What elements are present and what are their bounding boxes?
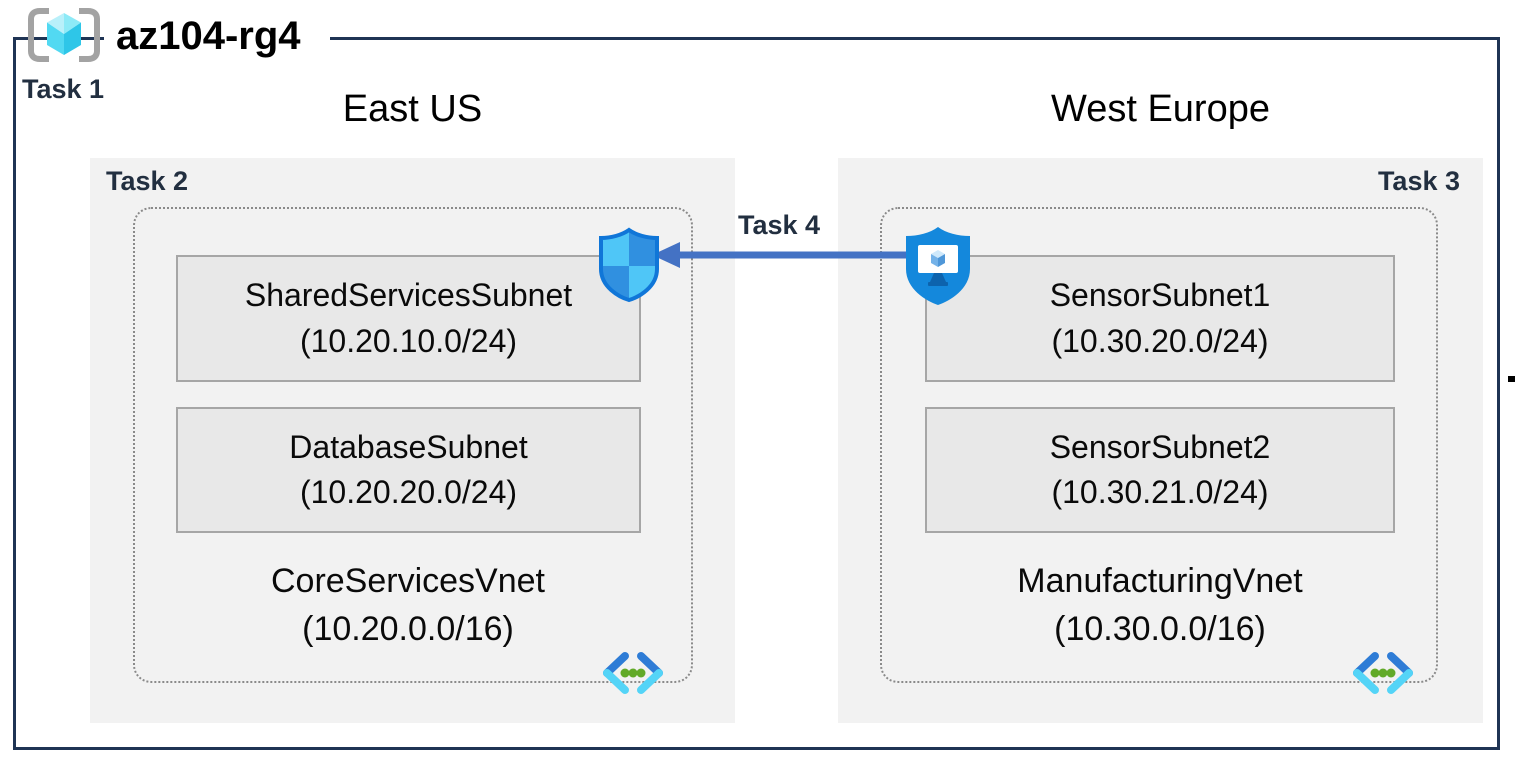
peering-arrow	[652, 242, 908, 268]
subnet-name: SensorSubnet2	[1049, 428, 1271, 465]
vnet-name: ManufacturingVnet	[1017, 562, 1303, 600]
region-heading-east-us: East US	[342, 88, 483, 130]
vnet-label-manufacturing: ManufacturingVnet (10.30.0.0/16)	[890, 558, 1430, 653]
resource-group-title: az104-rg4	[116, 14, 301, 58]
subnet-box-sensor1: SensorSubnet1 (10.30.20.0/24)	[925, 255, 1395, 382]
task2-label: Task 2	[106, 166, 189, 196]
vnet-cidr: (10.20.0.0/16)	[302, 609, 514, 648]
task4-label: Task 4	[737, 210, 821, 240]
subnet-box-database: DatabaseSubnet (10.20.20.0/24)	[176, 407, 641, 533]
bastion-shield-monitor-icon	[906, 227, 970, 305]
subnet-name: SharedServicesSubnet	[244, 277, 573, 314]
subnet-name: SensorSubnet1	[1049, 277, 1271, 314]
region-heading-west-europe: West Europe	[1051, 88, 1270, 130]
resource-group-icon	[28, 8, 100, 62]
vnet-name: CoreServicesVnet	[270, 562, 545, 600]
subnet-box-sharedservices: SharedServicesSubnet (10.20.10.0/24)	[176, 255, 641, 382]
resource-group-border	[13, 37, 1500, 750]
edge-dash-mark	[1508, 376, 1515, 382]
network-security-group-shield-icon	[599, 227, 659, 303]
virtual-network-chevron-icon	[1353, 652, 1413, 694]
task1-label: Task 1	[22, 74, 105, 104]
task3-label: Task 3	[1377, 166, 1460, 196]
vnet-boundary-manufacturing	[880, 207, 1438, 683]
subnet-name: DatabaseSubnet	[289, 428, 528, 465]
vnet-cidr: (10.30.0.0/16)	[1054, 609, 1266, 648]
subnet-box-sensor2: SensorSubnet2 (10.30.21.0/24)	[925, 407, 1395, 533]
virtual-network-chevron-icon	[603, 652, 663, 694]
vnet-boundary-coreservices	[133, 207, 693, 683]
subnet-cidr: (10.20.10.0/24)	[299, 322, 518, 359]
vnet-label-coreservices: CoreServicesVnet (10.20.0.0/16)	[143, 558, 673, 653]
subnet-cidr: (10.30.20.0/24)	[1051, 322, 1269, 359]
title-border-mask	[104, 28, 330, 52]
subnet-cidr: (10.30.21.0/24)	[1051, 474, 1269, 510]
subnet-cidr: (10.20.20.0/24)	[299, 474, 518, 510]
